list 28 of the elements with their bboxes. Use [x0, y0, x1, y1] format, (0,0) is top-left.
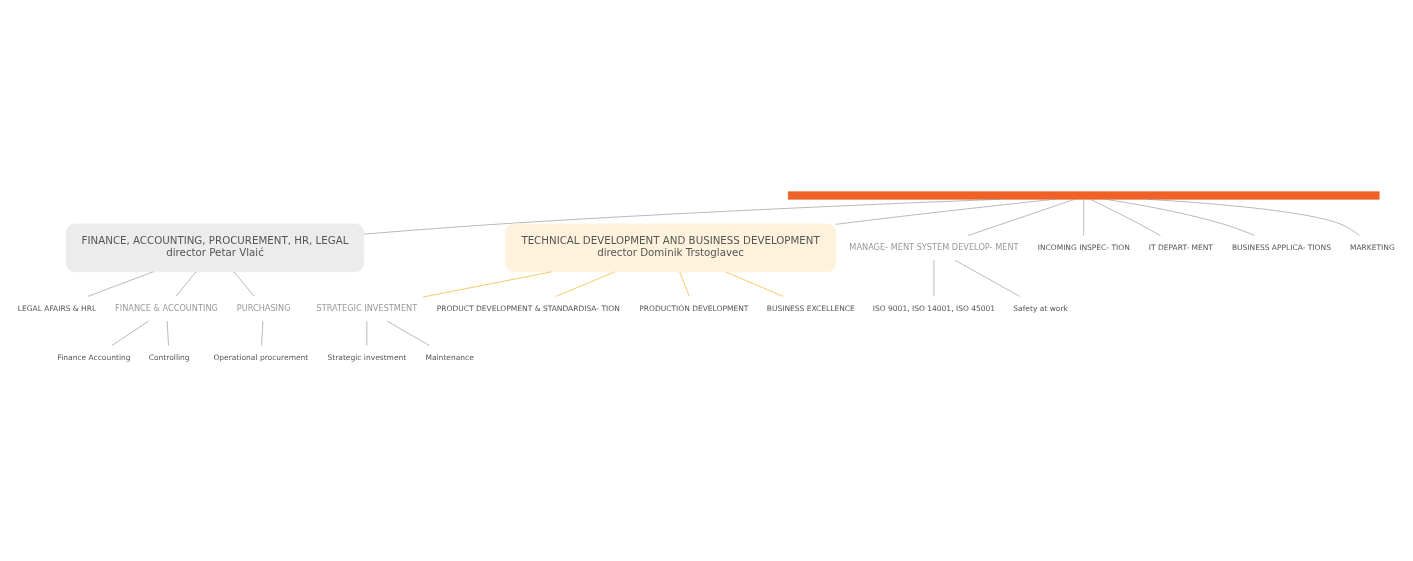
- connector: [1105, 198, 1256, 236]
- connector: [933, 259, 935, 297]
- node-bar: [787, 190, 1380, 200]
- connector: [679, 271, 690, 297]
- connector: [233, 271, 255, 297]
- connector: [725, 270, 784, 297]
- connector: [422, 270, 553, 297]
- connector: [166, 320, 169, 346]
- node-box: FINANCE, ACCOUNTING, PROCUREMENT, HR, LEGAL director Petar Vlaić: [65, 223, 365, 272]
- connector: [261, 320, 264, 346]
- node-text: PURCHASING: [236, 302, 291, 313]
- connector: [1146, 198, 1360, 236]
- connector: [967, 198, 1075, 236]
- connector: [954, 259, 1021, 297]
- connector: [1089, 198, 1161, 236]
- connector: [555, 270, 616, 297]
- connector: [386, 320, 430, 346]
- connector: [366, 320, 368, 346]
- connector: [87, 270, 154, 297]
- node-text: STRATEGIC INVESTMENT: [316, 302, 418, 313]
- node-box: TECHNICAL DEVELOPMENT AND BUSINESS DEVELOPMENT director Dominik Trstoglavec: [505, 223, 837, 272]
- connector: [111, 320, 150, 346]
- connector: [835, 198, 1055, 225]
- node-text: FINANCE & ACCOUNTING: [115, 302, 218, 313]
- connector: [1083, 198, 1085, 236]
- connector: [363, 198, 1001, 234]
- node-text: MANAGE- MENT SYSTEM DEVELOP- MENT: [849, 241, 1019, 252]
- connector: [175, 271, 197, 297]
